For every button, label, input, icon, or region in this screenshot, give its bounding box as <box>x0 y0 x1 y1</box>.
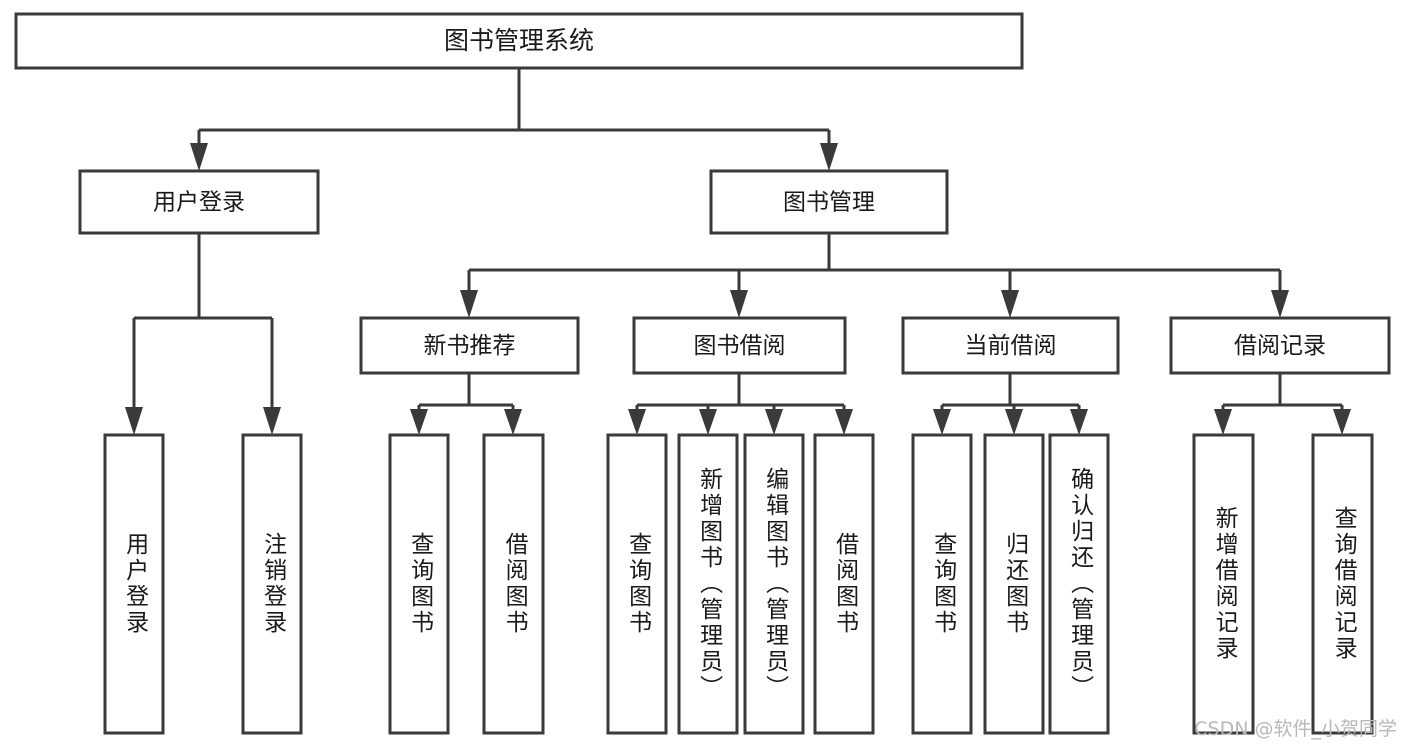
level2-node-0: 用户登录 <box>78 169 320 235</box>
manage-arrow-3 <box>1271 290 1289 318</box>
root-node-label: 图书管理系统 <box>444 26 594 55</box>
level3-node-2-label: 当前借阅 <box>965 333 1057 359</box>
leaf-node-9 <box>983 433 1045 735</box>
sub-arrow-0-1 <box>504 409 522 435</box>
sub-arrow-2-1 <box>1005 409 1023 435</box>
root-node: 图书管理系统 <box>14 12 1024 70</box>
level3-node-1: 图书借阅 <box>632 316 847 375</box>
sub-arrow-1-3 <box>835 409 853 435</box>
leaf-node-2 <box>388 433 450 735</box>
sub-arrow-3-1 <box>1333 409 1351 435</box>
leaf-node-12 <box>1311 433 1374 735</box>
leaf-node-1 <box>241 433 303 735</box>
sub-arrow-1-0 <box>628 409 646 435</box>
sub-arrow-0-0 <box>410 409 428 435</box>
leaf-node-5 <box>677 433 739 735</box>
level2-node-1: 图书管理 <box>709 169 949 235</box>
level2-node-0-label: 用户登录 <box>153 190 245 216</box>
sub-arrow-2-0 <box>933 409 951 435</box>
level3-node-2-rect <box>901 316 1120 375</box>
level3-node-1-rect <box>632 316 847 375</box>
level3-node-3-label: 借阅记录 <box>1234 333 1326 359</box>
level3-node-1-label: 图书借阅 <box>694 333 786 359</box>
manage-arrow-2 <box>1001 290 1019 318</box>
sub-arrow-3-0 <box>1214 409 1232 435</box>
root-node-rect <box>14 12 1024 70</box>
level3-node-3: 借阅记录 <box>1169 316 1391 375</box>
leaf-node-0 <box>103 433 165 735</box>
leaf-node-7 <box>813 433 875 735</box>
manage-arrow-1 <box>730 290 748 318</box>
leaf-node-3 <box>482 433 545 735</box>
root-arrow-1 <box>820 143 838 171</box>
leaf-node-6 <box>743 433 805 735</box>
manage-arrow-0 <box>460 290 478 318</box>
sub-arrow-1-2 <box>765 409 783 435</box>
login-arrow-1 <box>263 407 281 435</box>
level3-node-3-rect <box>1169 316 1391 375</box>
leaf-node-10 <box>1048 433 1110 735</box>
level2-node-1-rect <box>709 169 949 235</box>
level3-node-0: 新书推荐 <box>359 316 580 375</box>
leaf-node-11 <box>1192 433 1255 735</box>
sub-arrow-2-2 <box>1070 409 1088 435</box>
level3-node-0-label: 新书推荐 <box>424 333 516 359</box>
root-arrow-0 <box>190 143 208 171</box>
leaf-node-8 <box>911 433 973 735</box>
level2-node-1-label: 图书管理 <box>783 190 875 216</box>
level3-node-0-rect <box>359 316 580 375</box>
login-arrow-0 <box>125 407 143 435</box>
leaf-node-4 <box>606 433 668 735</box>
sub-arrow-1-1 <box>699 409 717 435</box>
level3-node-2: 当前借阅 <box>901 316 1120 375</box>
